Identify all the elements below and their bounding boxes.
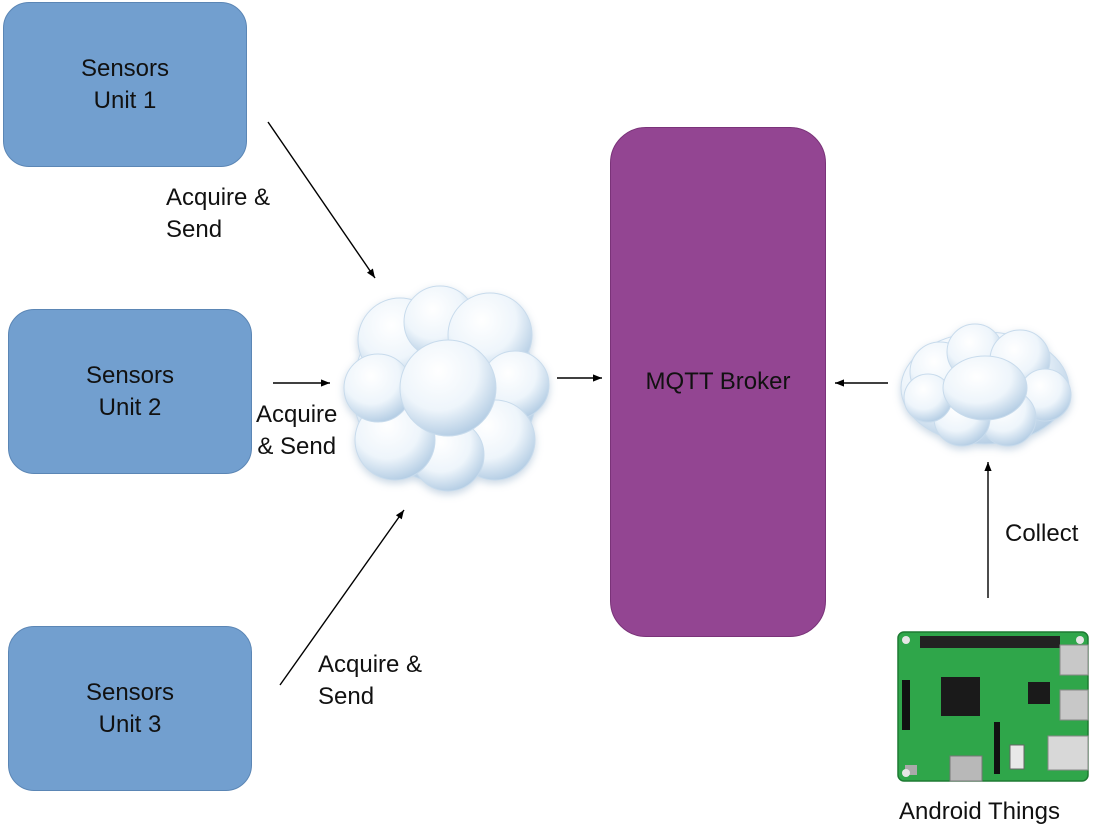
sensor-unit-3-node: Sensors Unit 3 xyxy=(8,626,252,791)
arrow-sensor3-to-cloud xyxy=(279,509,405,686)
edge-label-acquire-send-2: Acquire & Send xyxy=(256,401,338,460)
sensor-unit-2-node: Sensors Unit 2 xyxy=(8,309,252,474)
edge-label-collect: Collect xyxy=(1005,520,1079,547)
cloud-icon xyxy=(900,323,1072,447)
arrow-sensor1-to-cloud xyxy=(267,121,376,279)
sensor-unit-1-node: Sensors Unit 1 xyxy=(3,2,247,167)
device-label: Android Things xyxy=(899,798,1060,825)
edge-label-acquire-send-3: Acquire & Send xyxy=(318,651,423,710)
raspberry-pi-board-icon xyxy=(897,631,1089,782)
cloud-icon xyxy=(343,285,550,492)
mqtt-broker-node: MQTT Broker xyxy=(610,127,826,637)
edge-label-acquire-send-1: Acquire & Send xyxy=(166,184,271,243)
